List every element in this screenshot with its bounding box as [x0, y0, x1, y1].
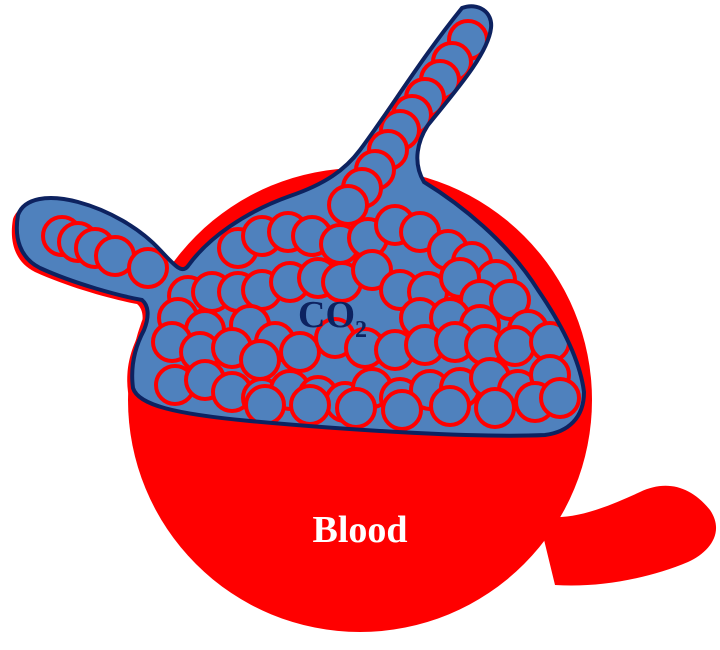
blood-label: Blood: [312, 509, 407, 551]
co2-molecule-52: [281, 333, 319, 371]
co2-molecule-78: [383, 391, 421, 429]
co2-label-subscript: 2: [355, 317, 367, 343]
co2-molecule-79: [431, 387, 469, 425]
co2-molecule-51: [241, 341, 279, 379]
co2-molecule-77: [337, 389, 375, 427]
co2-molecule-80: [476, 389, 514, 427]
co2-molecule-59: [496, 327, 534, 365]
co2-molecule-82: [541, 379, 579, 417]
co2-molecule-15: [129, 249, 167, 287]
co2-molecule-75: [246, 386, 284, 424]
co2-molecule-76: [291, 386, 329, 424]
co2-label-main: CO: [298, 294, 355, 336]
